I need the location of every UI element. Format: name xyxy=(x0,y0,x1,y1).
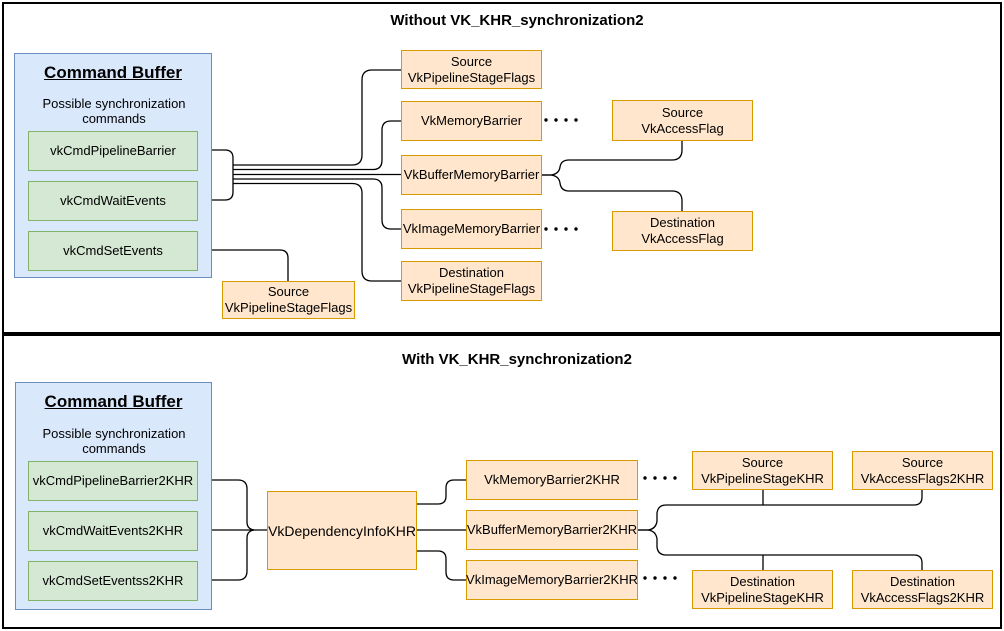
title-without-sync2: Without VK_KHR_synchronization2 xyxy=(390,12,644,29)
connector xyxy=(417,479,466,505)
connector xyxy=(233,69,401,166)
node-source-VkAccessFlags2KHR: Source VkAccessFlags2KHR xyxy=(852,451,993,490)
node-source-VkPipelineStageFlags: Source VkPipelineStageFlags xyxy=(401,50,542,89)
node-destination-VkAccessFlags2KHR: Destination VkAccessFlags2KHR xyxy=(852,570,993,609)
connector xyxy=(233,120,401,171)
command-buffer-heading: Command Buffer xyxy=(44,63,182,82)
panel-without-sync2 xyxy=(2,2,1002,334)
node-VkMemoryBarrier2KHR: VkMemoryBarrier2KHR xyxy=(466,460,638,500)
connector xyxy=(197,479,255,531)
connector xyxy=(233,178,401,230)
node-vkCmdWaitEvents2KHR: vkCmdWaitEvents2KHR xyxy=(28,511,198,551)
connector xyxy=(542,174,683,211)
connector xyxy=(638,490,923,531)
node-vkCmdSetEventss2KHR: vkCmdSetEventss2KHR xyxy=(28,561,198,601)
command-buffer-heading: Command Buffer xyxy=(44,392,183,411)
node-destination-VkAccessFlag: Destination VkAccessFlag xyxy=(612,211,753,251)
node-vkCmdSetEvents: vkCmdSetEvents xyxy=(28,231,198,271)
node-destination-VkPipelineStageFlags: Destination VkPipelineStageFlags xyxy=(401,261,542,301)
connector xyxy=(638,529,923,570)
node-VkDependencyInfoKHR: VkDependencyInfoKHR xyxy=(267,491,417,570)
command-buffer-box: Command Buffer Possible synchronization … xyxy=(14,53,212,278)
node-VkMemoryBarrier: VkMemoryBarrier xyxy=(401,101,542,141)
node-vkCmdPipelineBarrier2KHR: vkCmdPipelineBarrier2KHR xyxy=(28,461,198,501)
node-vkCmdWaitEvents: vkCmdWaitEvents xyxy=(28,181,198,221)
connector xyxy=(197,249,289,281)
connector xyxy=(197,529,255,581)
node-VkBufferMemoryBarrier2KHR: VkBufferMemoryBarrier2KHR xyxy=(466,510,638,550)
command-buffer-subtitle: Possible synchronization commands xyxy=(42,426,186,456)
node-vkCmdPipelineBarrier: vkCmdPipelineBarrier xyxy=(28,131,198,171)
node-source-VkPipelineStageKHR: Source VkPipelineStageKHR xyxy=(692,451,833,490)
command-buffer-box-2: Command Buffer Possible synchronization … xyxy=(15,382,212,610)
connector xyxy=(233,182,401,282)
title-with-sync2: With VK_KHR_synchronization2 xyxy=(402,351,632,368)
node-VkImageMemoryBarrier: VkImageMemoryBarrier xyxy=(401,209,542,249)
ellipsis-dots xyxy=(643,476,677,580)
ellipsis-dots xyxy=(544,118,578,231)
connector xyxy=(542,140,683,176)
node-destination-VkPipelineStageKHR: Destination VkPipelineStageKHR xyxy=(692,570,833,609)
panel-with-sync2 xyxy=(2,334,1002,629)
node-setevents-source-VkPipelineStageFlags: Source VkPipelineStageFlags xyxy=(222,281,355,319)
node-VkImageMemoryBarrier2KHR: VkImageMemoryBarrier2KHR xyxy=(466,560,638,600)
connector xyxy=(417,550,466,581)
command-buffer-subtitle: Possible synchronization commands xyxy=(42,96,186,126)
node-source-VkAccessFlag: Source VkAccessFlag xyxy=(612,100,753,141)
node-VkBufferMemoryBarrier: VkBufferMemoryBarrier xyxy=(401,155,542,195)
